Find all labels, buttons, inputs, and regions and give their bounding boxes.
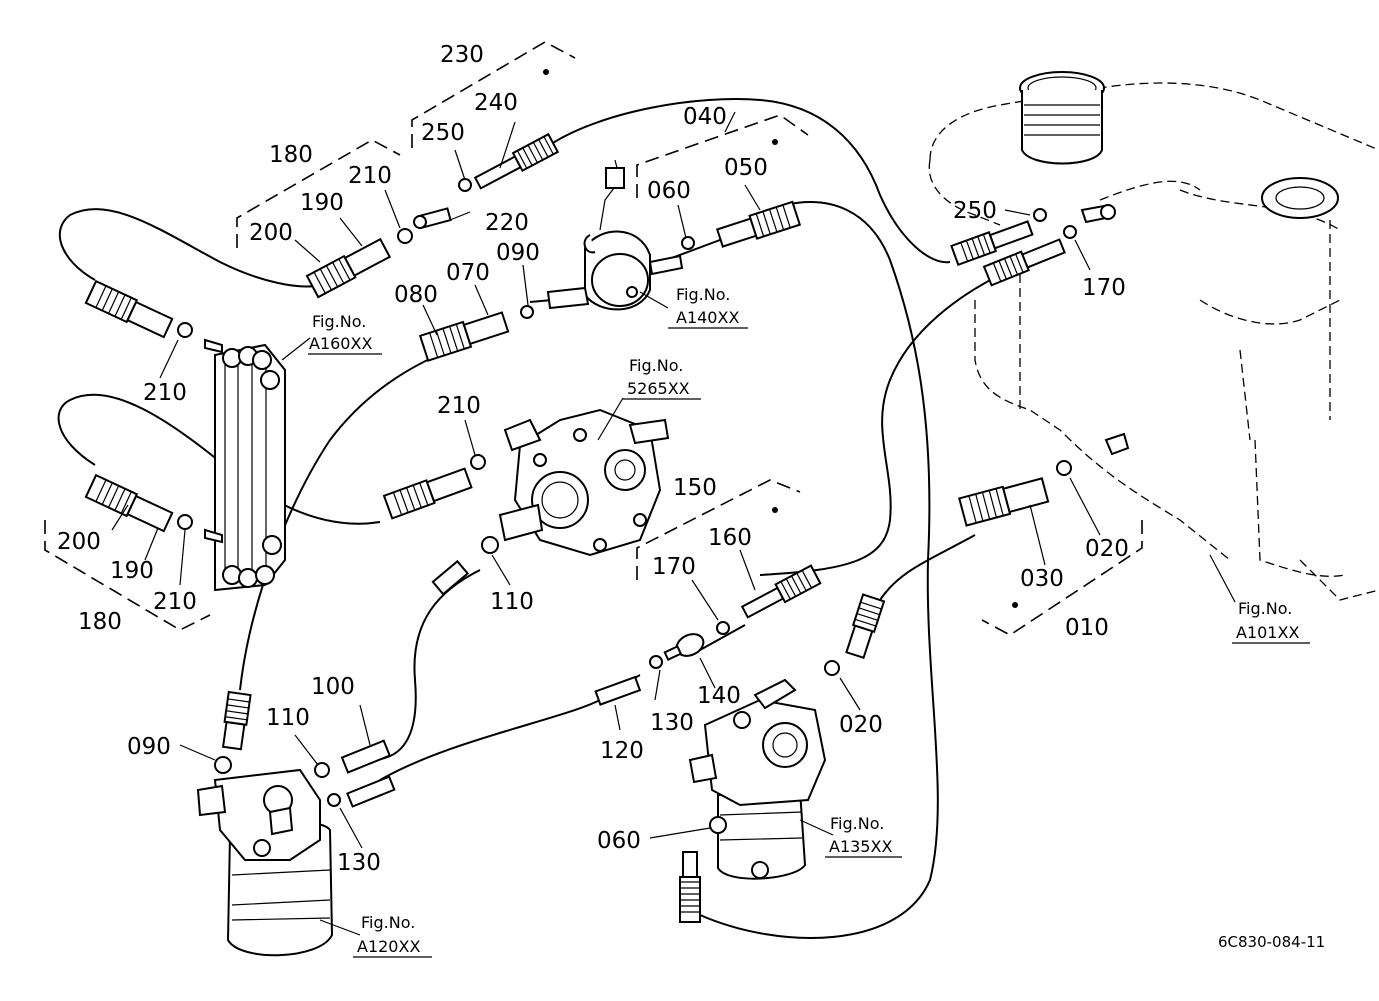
label-250: 250: [421, 120, 465, 146]
label-130-lower: 130: [337, 850, 381, 876]
label-100: 100: [311, 674, 355, 700]
label-030: 030: [1020, 566, 1064, 592]
fig-ref-a160-line1: Fig.No.: [312, 312, 366, 331]
electric-fuel-pump: [546, 159, 684, 311]
fig-ref-a120[interactable]: Fig.No. A120XX: [353, 913, 432, 958]
fig-ref-5265-line1: Fig.No.: [629, 356, 683, 375]
hose-clamps: [177, 178, 1077, 834]
fig-ref-a160-line2: A160XX: [309, 334, 372, 353]
fig-ref-a101[interactable]: Fig.No. A101XX: [1232, 599, 1310, 644]
label-110-filter: 110: [266, 705, 310, 731]
fig-ref-a135-line1: Fig.No.: [830, 814, 884, 833]
label-180-lower: 180: [78, 609, 122, 635]
label-210-cooler-lower: 210: [153, 589, 197, 615]
label-160: 160: [708, 525, 752, 551]
fuel-tank: [928, 71, 1379, 601]
label-210-pump: 210: [437, 393, 481, 419]
fig-ref-a120-line2: A120XX: [357, 937, 420, 956]
label-210-cooler-upper: 210: [143, 380, 187, 406]
label-040: 040: [683, 104, 727, 130]
label-170-center: 170: [652, 554, 696, 580]
label-130-center: 130: [650, 710, 694, 736]
fig-ref-a101-line2: A101XX: [1236, 623, 1299, 642]
label-170-right: 170: [1082, 275, 1126, 301]
fuel-filter-a120: [196, 768, 334, 957]
label-060-lower: 060: [597, 828, 641, 854]
fig-ref-5265[interactable]: Fig.No. 5265XX: [623, 356, 701, 400]
hose-protectors: [84, 132, 1066, 923]
label-090: 090: [496, 240, 540, 266]
figure-references: Fig.No. A160XX Fig.No. A140XX Fig.No. 52…: [308, 285, 1310, 958]
fig-ref-a135-line2: A135XX: [829, 837, 892, 856]
label-120: 120: [600, 738, 644, 764]
fig-ref-a101-line1: Fig.No.: [1238, 599, 1292, 618]
label-240: 240: [474, 90, 518, 116]
drawing-code: 6C830-084-11: [1218, 933, 1325, 951]
injection-pump: [498, 408, 670, 557]
label-230: 230: [440, 42, 484, 68]
label-060: 060: [647, 178, 691, 204]
label-200: 200: [249, 220, 293, 246]
label-090-filter: 090: [127, 734, 171, 760]
label-140: 140: [697, 683, 741, 709]
label-190: 190: [300, 190, 344, 216]
label-210: 210: [348, 163, 392, 189]
label-220: 220: [485, 210, 529, 236]
fig-ref-a120-line1: Fig.No.: [361, 913, 415, 932]
label-020-right: 020: [1085, 536, 1129, 562]
label-180: 180: [269, 142, 313, 168]
label-110-pump: 110: [490, 589, 534, 615]
part-number-labels: 230 240 250 180 210 190 200 220 040 050 …: [57, 42, 1129, 876]
label-250-right: 250: [953, 198, 997, 224]
fig-ref-5265-line2: 5265XX: [627, 379, 690, 398]
fig-ref-a140-line1: Fig.No.: [676, 285, 730, 304]
leader-lines: [111, 111, 1236, 936]
assembly-group-brackets: [44, 41, 1143, 636]
label-190-lower: 190: [110, 558, 154, 584]
label-070: 070: [446, 260, 490, 286]
fuel-cooler: [204, 338, 286, 592]
label-150: 150: [673, 475, 717, 501]
fig-ref-a135[interactable]: Fig.No. A135XX: [825, 814, 902, 858]
fig-ref-a140[interactable]: Fig.No. A140XX: [668, 285, 748, 329]
fig-ref-a140-line2: A140XX: [676, 308, 739, 327]
fuel-filter-a135: [688, 678, 827, 880]
label-080: 080: [394, 282, 438, 308]
label-200-lower: 200: [57, 529, 101, 555]
label-050: 050: [724, 155, 768, 181]
fig-ref-a160[interactable]: Fig.No. A160XX: [308, 312, 382, 355]
label-010: 010: [1065, 615, 1109, 641]
label-020-sep: 020: [839, 712, 883, 738]
